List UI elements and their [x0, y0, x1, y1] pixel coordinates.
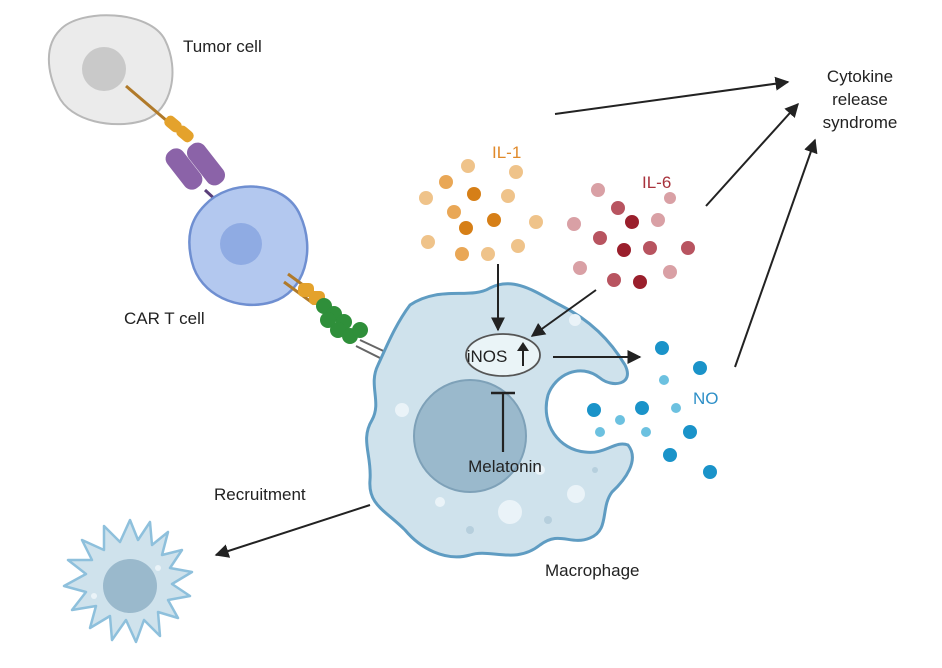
macrophage-label: Macrophage: [545, 561, 640, 580]
inos-node: iNOS: [465, 333, 541, 377]
crs-label-line1: Cytokine: [827, 67, 893, 86]
tumor-cell-label: Tumor cell: [183, 37, 262, 56]
arrows: [214, 76, 818, 558]
melatonin-label: Melatonin: [468, 457, 542, 476]
t-cell-nucleus: [220, 223, 262, 265]
recruited-cell-nucleus: [103, 559, 157, 613]
recruitment-label: Recruitment: [214, 485, 306, 504]
arrow-il1-to-crs: [554, 76, 790, 115]
melatonin-inhibition: [491, 391, 515, 452]
tumor-cell: [47, 14, 174, 126]
crs-label-line2: release: [832, 90, 888, 109]
arrow-il6-to-inos: [530, 289, 597, 337]
il6-particles: [567, 183, 695, 289]
macrophage: [365, 282, 634, 559]
recruited-cell: [62, 518, 194, 644]
inos-label: iNOS: [467, 347, 508, 366]
il1-label: IL-1: [492, 143, 521, 162]
il1-particles: [419, 159, 543, 261]
car-t-cell-label: CAR T cell: [124, 309, 205, 328]
no-particles: [587, 341, 717, 479]
arrow-il6-to-crs: [705, 102, 799, 207]
tumor-antigen: [125, 84, 194, 143]
tumor-nucleus: [82, 47, 126, 91]
crs-label-line3: syndrome: [823, 113, 898, 132]
no-label: NO: [693, 389, 719, 408]
car-t-cell: [188, 185, 309, 307]
up-arrow-icon: [517, 342, 529, 366]
arrow-recruitment: [214, 504, 371, 558]
arrow-no-to-crs: [734, 138, 818, 368]
il6-label: IL-6: [642, 173, 671, 192]
macrophage-nucleus: [413, 379, 527, 493]
